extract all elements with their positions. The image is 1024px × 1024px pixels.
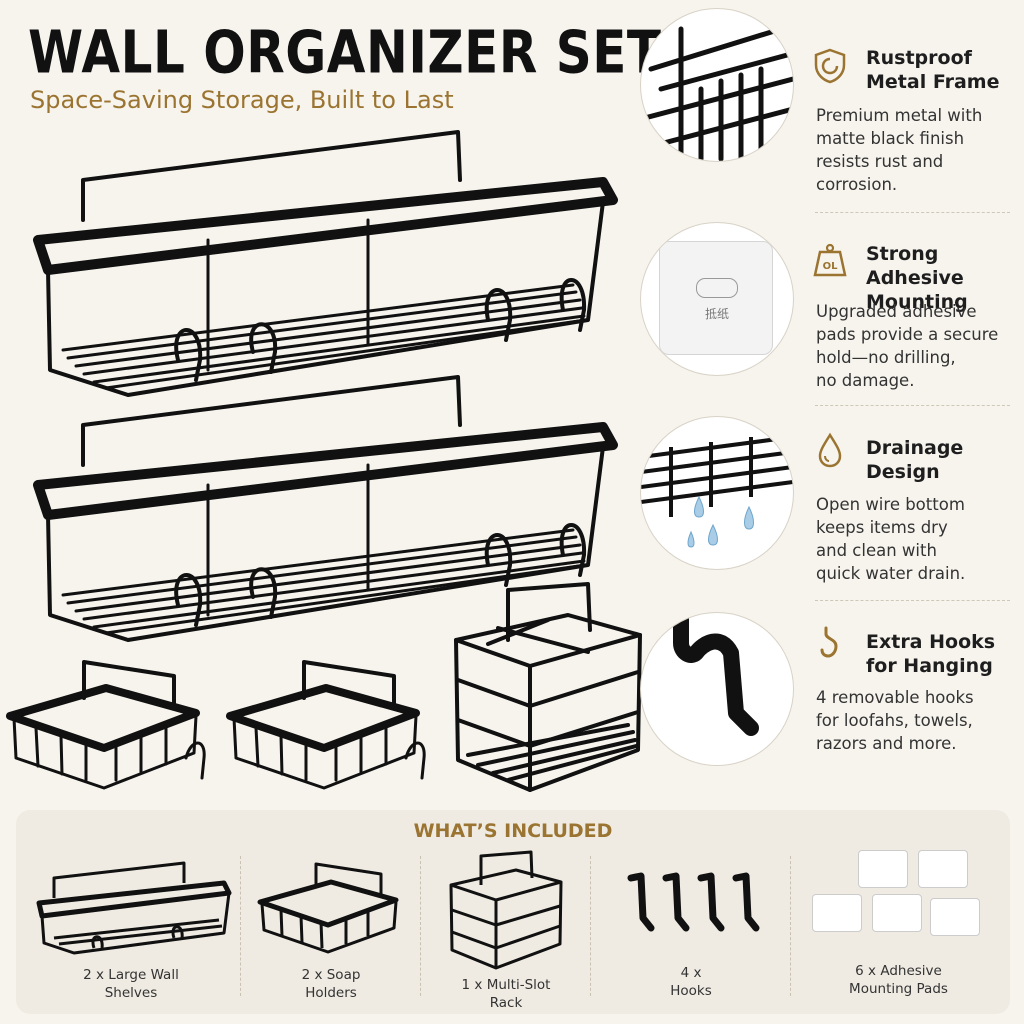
included-separator [790, 856, 791, 996]
adhesive-pad-thumbnail [930, 898, 980, 936]
adhesive-pad-closeup: 抵纸 [640, 222, 794, 376]
adhesive-pad-thumbnail [858, 850, 908, 888]
hooks-thumbnail [627, 872, 760, 932]
soap-holder-left [6, 660, 206, 790]
large-wall-shelf-top [33, 130, 618, 397]
water-drop-icon [818, 432, 842, 468]
rack-thumbnail [449, 850, 563, 970]
feature-divider [815, 600, 1010, 601]
shield-icon [814, 48, 846, 84]
soap-holder-thumbnail [257, 862, 399, 954]
hook-closeup [640, 612, 794, 766]
large-wall-shelf-bottom [33, 375, 618, 642]
adhesive-pad-thumbnail [872, 894, 922, 932]
included-separator [420, 856, 421, 996]
adhesive-pad-thumbnail [918, 850, 968, 888]
page-subtitle: Space-Saving Storage, Built to Last [30, 86, 454, 114]
rustproof-frame-closeup [640, 8, 794, 162]
soap-holder-right [226, 660, 426, 790]
feature-divider [815, 405, 1010, 406]
multi-slot-rack [454, 582, 642, 792]
weight-icon-text: OL [823, 261, 839, 272]
included-separator [240, 856, 241, 996]
adhesive-pad-thumbnail [812, 894, 862, 932]
included-separator [590, 856, 591, 996]
weight-icon: OL [813, 243, 847, 277]
adhesive-pad-text: 抵纸 [704, 307, 729, 321]
whats-included-title: WHAT’S INCLUDED [413, 820, 613, 842]
drainage-closeup [640, 416, 794, 570]
feature-divider [815, 212, 1010, 213]
hook-icon [820, 626, 838, 658]
wall-shelf-thumbnail [36, 861, 232, 955]
page-title: WALL ORGANIZER SET [28, 18, 662, 87]
